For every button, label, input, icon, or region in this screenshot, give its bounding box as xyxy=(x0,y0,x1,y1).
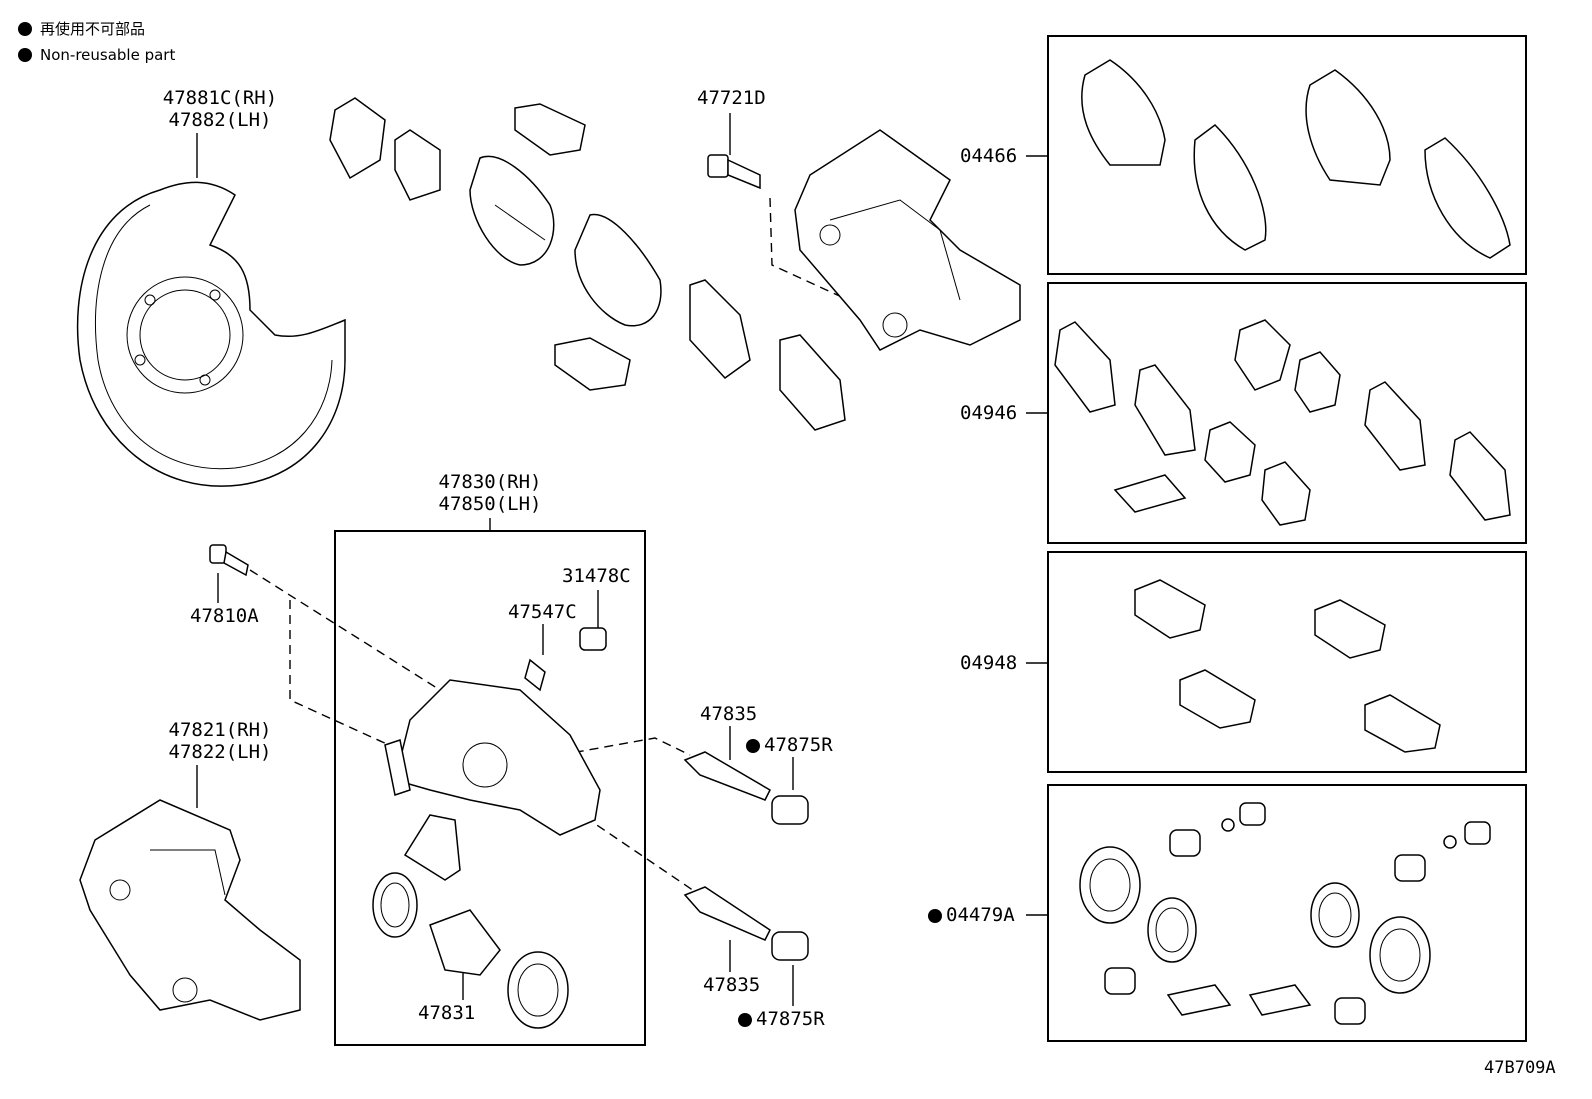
bolt-47810a-drawing xyxy=(209,544,249,577)
label-shield-lh: 47882(LH) xyxy=(168,109,272,131)
leader-lines xyxy=(196,113,1047,1006)
label-kit-04479a: 04479A xyxy=(928,905,1015,926)
label-cap-31478c: 31478C xyxy=(562,565,631,587)
legend-text-english: Non-reusable part xyxy=(40,46,176,64)
kit-box-04479a xyxy=(1047,784,1527,1042)
legend-english: Non-reusable part xyxy=(18,46,175,64)
dust-shield-drawing xyxy=(76,181,346,487)
kit-04948-clips xyxy=(1134,579,1441,753)
label-kit-04466: 04466 xyxy=(960,145,1018,167)
label-pin-47835-bottom: 47835 xyxy=(703,974,761,996)
non-reusable-marker-icon xyxy=(18,48,32,62)
upper-pads-and-shims xyxy=(329,97,846,431)
non-reusable-marker-icon xyxy=(746,738,760,753)
upper-caliper-mount-drawing xyxy=(707,129,1021,351)
kit-04479a-seals xyxy=(1079,802,1491,1025)
label-pin-47835-top: 47835 xyxy=(700,703,758,725)
kit-04479a-text: 04479A xyxy=(946,904,1015,926)
diagram-code: 47B709A xyxy=(1484,1058,1556,1078)
label-mount-lh: 47822(LH) xyxy=(168,741,272,763)
non-reusable-marker-icon xyxy=(18,22,32,36)
label-mount-rh: 47821(RH) xyxy=(168,719,272,741)
non-reusable-marker-icon xyxy=(928,908,942,923)
label-kit-04948: 04948 xyxy=(960,652,1018,674)
label-caliper-lh: 47850(LH) xyxy=(438,493,542,515)
kit-04946-shims xyxy=(1054,319,1511,526)
caliper-body-drawing xyxy=(384,627,607,881)
label-kit-04946: 04946 xyxy=(960,402,1018,424)
boot-47875r-top-text: 47875R xyxy=(764,734,833,756)
piston-seal-drawing xyxy=(372,872,569,1029)
legend-text-japanese: 再使用不可部品 xyxy=(40,20,146,38)
kit-box-04948 xyxy=(1047,551,1527,773)
kit-box-04466 xyxy=(1047,35,1527,275)
assembly-dashed-lines xyxy=(249,197,871,896)
label-shield-rh: 47881C(RH) xyxy=(162,87,278,109)
label-piston-47831: 47831 xyxy=(418,1002,476,1024)
kit-box-04946 xyxy=(1047,282,1527,544)
label-bolt-47721d: 47721D xyxy=(697,87,766,109)
label-boot-47875r-top: 47875R xyxy=(746,735,833,756)
label-bleeder-47547c: 47547C xyxy=(508,601,577,623)
caliper-mounting-bracket-drawing xyxy=(79,799,301,1021)
guide-pin-drawings xyxy=(683,751,809,961)
kit-04466-pads xyxy=(1081,59,1511,259)
label-bolt-47810a: 47810A xyxy=(190,605,259,627)
label-boot-47875r-bottom: 47875R xyxy=(738,1009,825,1030)
boot-47875r-bottom-text: 47875R xyxy=(756,1008,825,1030)
legend-japanese: 再使用不可部品 xyxy=(18,20,145,38)
caliper-assembly-box xyxy=(334,530,646,1046)
label-caliper-rh: 47830(RH) xyxy=(438,471,542,493)
non-reusable-marker-icon xyxy=(738,1012,752,1027)
